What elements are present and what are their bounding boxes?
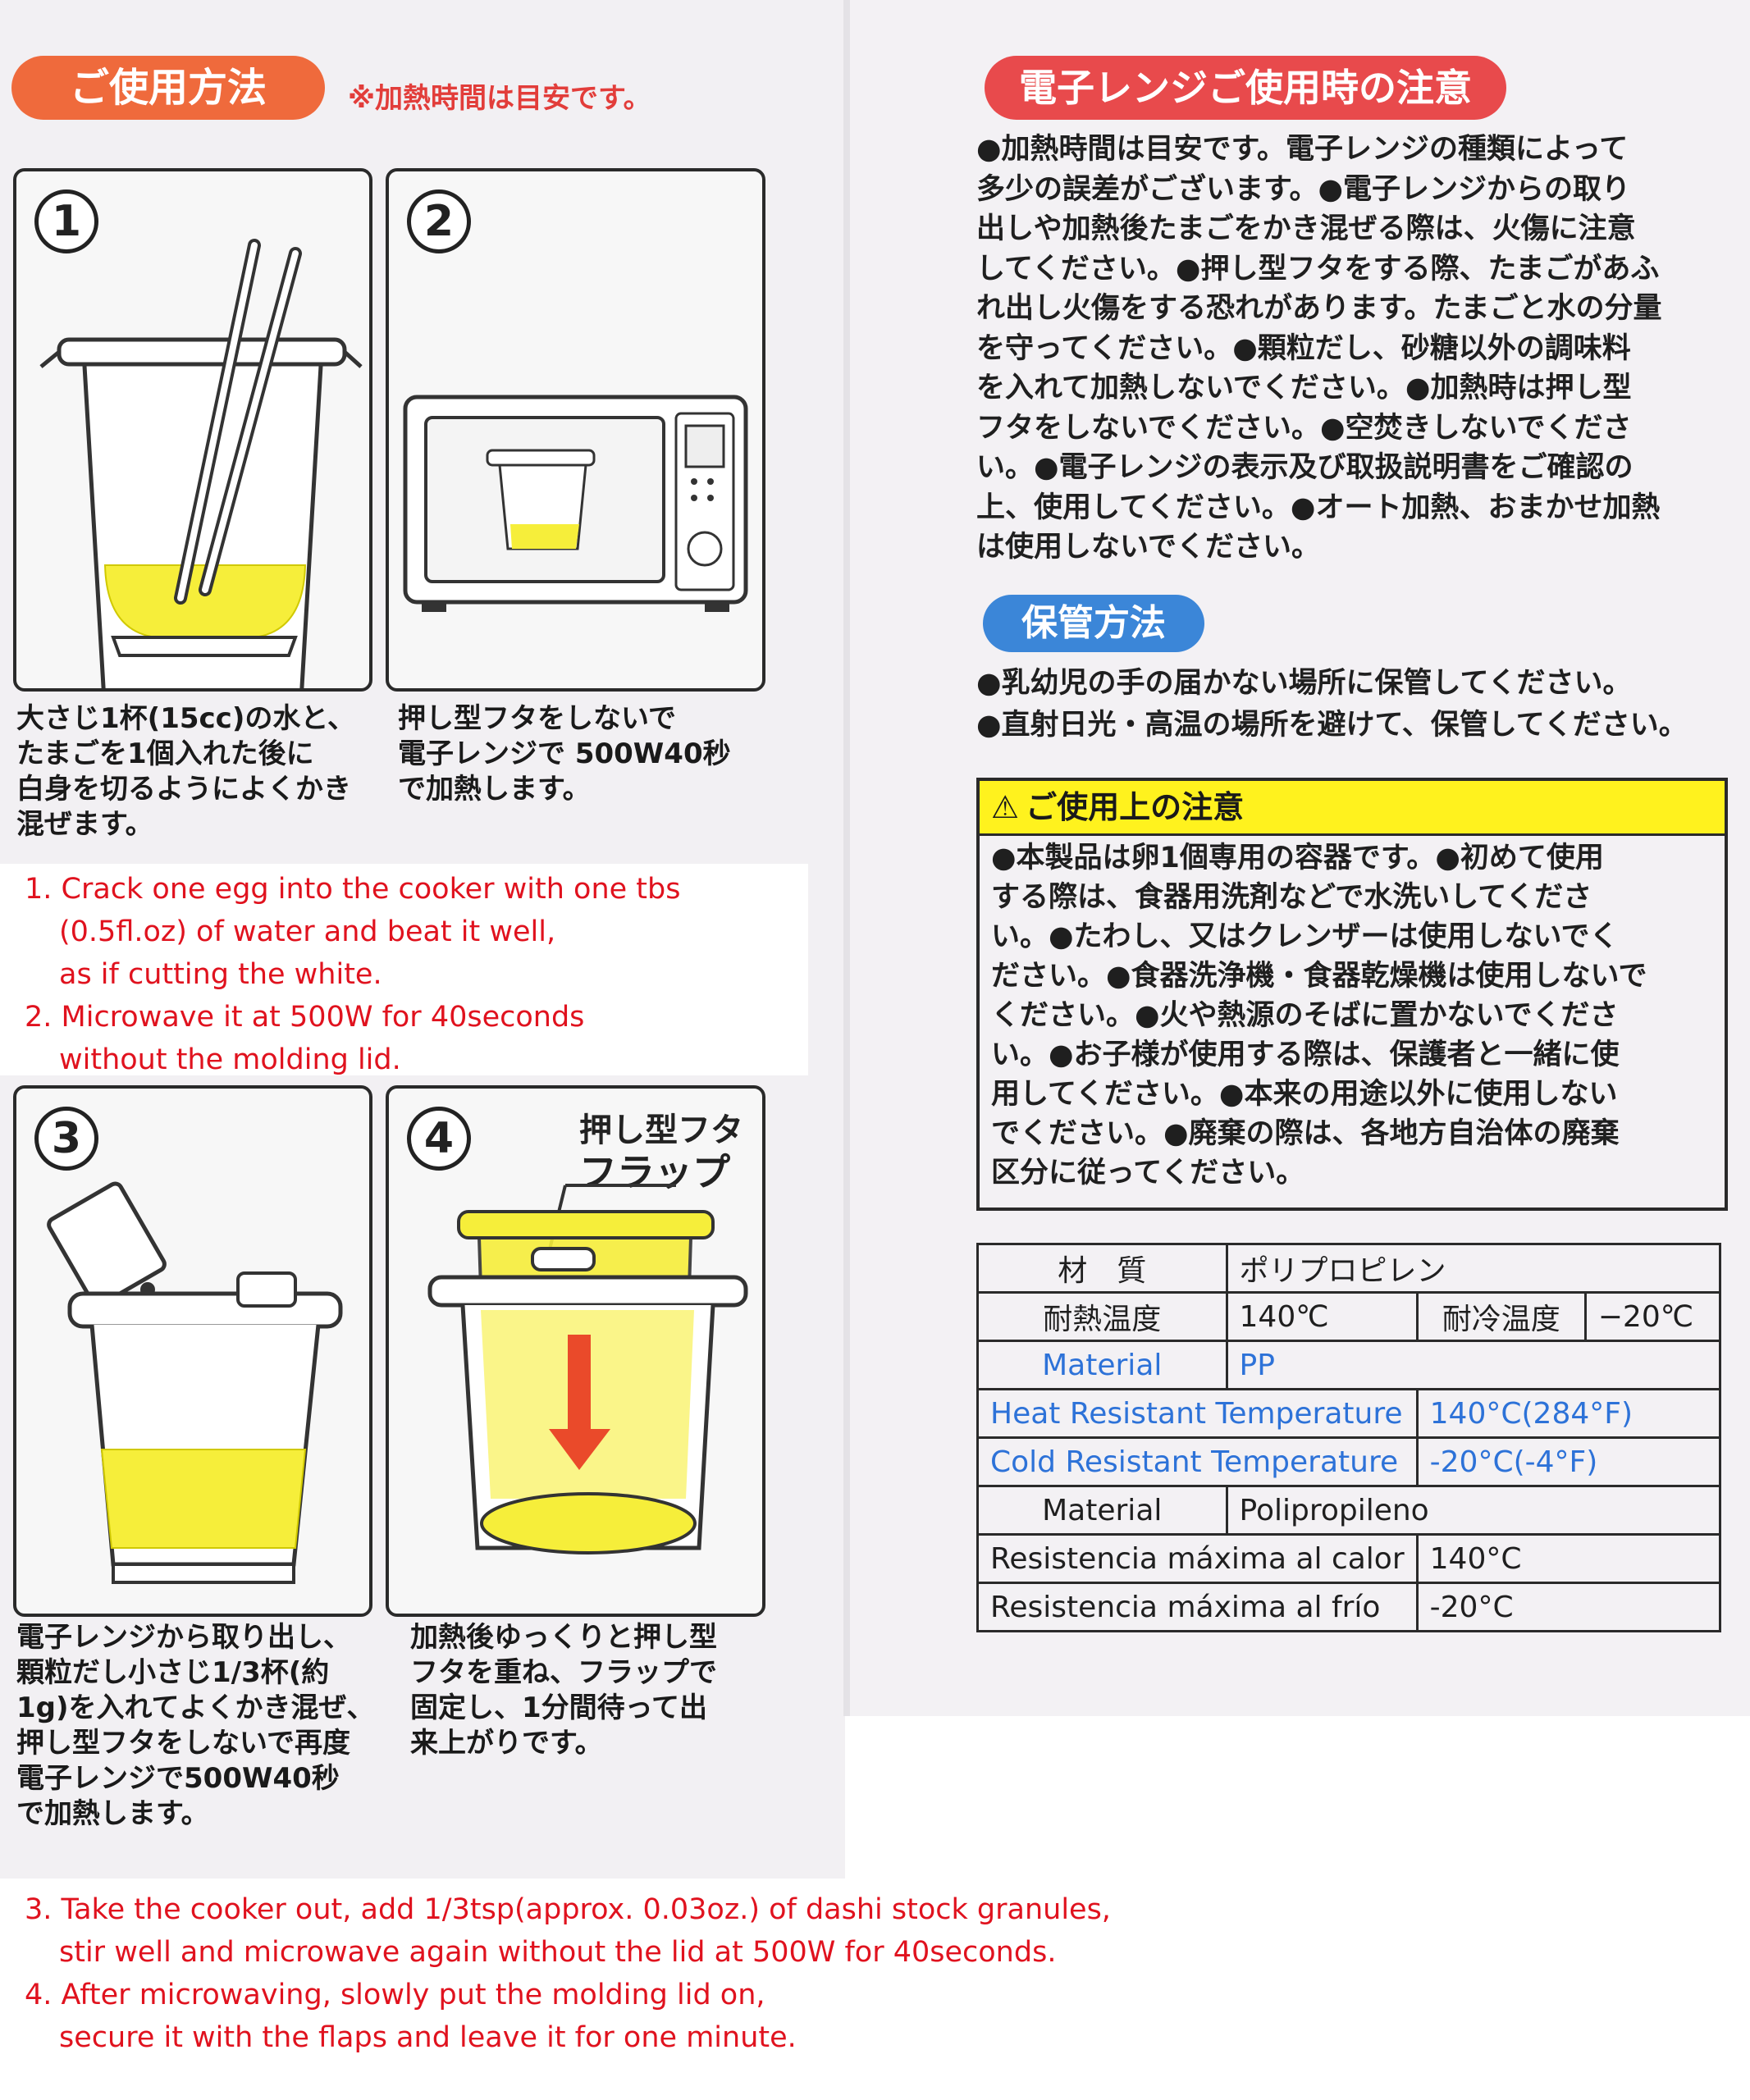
step-1-jp-text: 大さじ1杯(15cc)の水と、 たまごを1個入れた後に 白身を切るようによくかき… xyxy=(16,702,355,841)
heat-value-en: 140°C(284°F) xyxy=(1415,1388,1722,1439)
material-label-en: Material xyxy=(976,1340,1228,1390)
english-note-box-1 xyxy=(0,864,808,1075)
step-2-number: 2 xyxy=(407,189,471,253)
lid-label: 押し型フタ xyxy=(579,1112,743,1149)
heat-label-jp: 耐熱温度 xyxy=(976,1291,1228,1342)
table-row: 材 質 ポリプロピレン xyxy=(976,1243,1722,1294)
step-4-panel: 4 押し型フタ フラップ xyxy=(386,1085,765,1617)
cold-value-es: -20°C xyxy=(1415,1582,1722,1632)
english-steps-1-2: 1. Crack one egg into the cooker with on… xyxy=(25,873,681,1076)
heat-time-note: ※加熱時間は目安です。 xyxy=(348,82,651,115)
table-row: Material Polipropileno xyxy=(976,1485,1722,1536)
heat-label-en: Heat Resistant Temperature xyxy=(976,1388,1419,1439)
microwave-illustration xyxy=(403,395,748,612)
storage-header: 保管方法 xyxy=(983,595,1204,652)
cold-label-jp: 耐冷温度 xyxy=(1415,1291,1587,1342)
step-1-number: 1 xyxy=(34,189,98,253)
usage-caution-box: ⚠ご使用上の注意 ●本製品は卵1個専用の容器です。●初めて使用 する際は、食器用… xyxy=(976,778,1728,1211)
material-value-jp: ポリプロピレン xyxy=(1225,1243,1722,1294)
step-4-number: 4 xyxy=(407,1107,471,1171)
usage-caution-header: ⚠ご使用上の注意 xyxy=(980,781,1725,836)
cold-value-jp: −20℃ xyxy=(1583,1291,1722,1342)
material-value-en: PP xyxy=(1225,1340,1722,1390)
step-3-panel: 3 xyxy=(13,1085,372,1617)
add-dashi-illustration xyxy=(47,1181,343,1584)
table-row: Resistencia máxima al calor 140°C xyxy=(976,1533,1722,1584)
step-1-panel: 1 xyxy=(13,168,372,692)
storage-text: ●乳幼児の手の届かない場所に保管してください。 ●直射日光・高温の場所を避けて、… xyxy=(976,667,1688,742)
usage-header: ご使用方法 xyxy=(11,56,325,120)
heat-label-es: Resistencia máxima al calor xyxy=(976,1533,1419,1584)
heat-value-jp: 140℃ xyxy=(1225,1291,1419,1342)
cold-label-en: Cold Resistant Temperature xyxy=(976,1436,1419,1487)
table-row: 耐熱温度 140℃ 耐冷温度 −20℃ xyxy=(976,1291,1722,1342)
step-4-jp-text: 加熱後ゆっくりと押し型 フタを重ね、フラップで 固定し、1分間待って出 来上がり… xyxy=(410,1621,717,1760)
microwave-caution-header: 電子レンジご使用時の注意 xyxy=(985,56,1506,120)
table-row: Cold Resistant Temperature -20°C(-4°F) xyxy=(976,1436,1722,1487)
step-3-jp-text: 電子レンジから取り出し、 顆粒だし小さじ1/3杯(約 1g)を入れてよくかき混ぜ… xyxy=(16,1621,375,1830)
english-steps-3-4: 3. Take the cooker out, add 1/3tsp(appro… xyxy=(25,1893,1111,2054)
table-row: Heat Resistant Temperature 140°C(284°F) xyxy=(976,1388,1722,1439)
material-label-es: Material xyxy=(976,1485,1228,1536)
cold-value-en: -20°C(-4°F) xyxy=(1415,1436,1722,1487)
press-lid-illustration xyxy=(427,1184,748,1554)
step-2-jp-text: 押し型フタをしないで 電子レンジで 500W40秒 で加熱します。 xyxy=(398,702,731,806)
step-3-number: 3 xyxy=(34,1107,98,1171)
table-row: Resistencia máxima al frío -20°C xyxy=(976,1582,1722,1632)
heat-value-es: 140°C xyxy=(1415,1533,1722,1584)
package-fold xyxy=(843,0,850,1716)
cup-with-chopsticks-illustration xyxy=(39,239,363,688)
usage-caution-text: ●本製品は卵1個専用の容器です。●初めて使用 する際は、食器用洗剤などで水洗いし… xyxy=(991,842,1647,1189)
material-value-es: Polipropileno xyxy=(1225,1485,1722,1536)
microwave-caution-text: ●加熱時間は目安です。電子レンジの種類によって 多少の誤差がございます。●電子レ… xyxy=(976,133,1662,564)
step-2-panel: 2 xyxy=(386,168,765,692)
table-row: Material PP xyxy=(976,1340,1722,1390)
material-spec-table: 材 質 ポリプロピレン 耐熱温度 140℃ 耐冷温度 −20℃ Material… xyxy=(976,1243,1722,1632)
warning-triangle-icon: ⚠ xyxy=(991,789,1020,825)
cold-label-es: Resistencia máxima al frío xyxy=(976,1582,1419,1632)
material-label-jp: 材 質 xyxy=(976,1243,1228,1294)
